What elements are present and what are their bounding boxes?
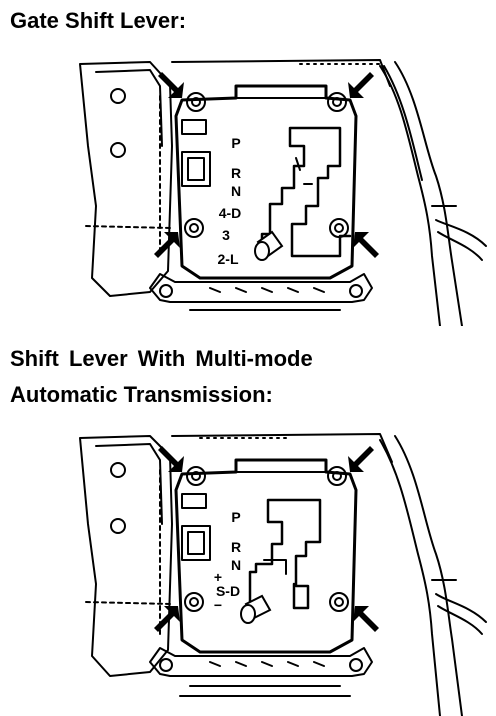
indicator-window (181, 493, 207, 509)
position-2l: 2-L (218, 251, 239, 267)
bolt (327, 466, 347, 486)
wire-harness (394, 61, 463, 326)
bolt (186, 92, 206, 112)
position-n: N (231, 183, 241, 199)
arrow-icon (348, 72, 374, 98)
shift-gate (248, 498, 322, 610)
console-bracket-left (79, 61, 173, 297)
bolt (327, 92, 347, 112)
wire-harness (394, 435, 463, 716)
bolt (329, 218, 349, 238)
indicator-panel (174, 84, 358, 280)
ring-hole (159, 284, 173, 298)
shift-lever (254, 230, 284, 261)
bolt (184, 592, 204, 612)
position-p: P (231, 509, 240, 525)
position-4d: 4-D (219, 205, 242, 221)
wire-harness (379, 65, 441, 326)
console-bracket-left (79, 435, 173, 677)
indicator-switch (181, 525, 211, 561)
position-sd: S-D (216, 583, 240, 599)
console-top-frame (171, 433, 393, 463)
multimode-shift-lever-diagram: P R N + S-D − (79, 433, 487, 716)
bolt (184, 218, 204, 238)
position-n: N (231, 557, 241, 573)
arrow-icon (158, 446, 184, 472)
position-p: P (231, 135, 240, 151)
bolt (186, 466, 206, 486)
bolt (329, 592, 349, 612)
bracket-hole (110, 518, 126, 534)
multimode-heading-line2: Automatic Transmission: (10, 382, 273, 407)
manual-plus: + (214, 569, 222, 585)
manual-minus: − (214, 597, 222, 613)
arrow-icon (348, 446, 374, 472)
console-bracket-left-rim (95, 69, 163, 147)
arrow-icon (158, 72, 184, 98)
shift-lever (240, 594, 272, 624)
bracket-hole (110, 462, 126, 478)
multimode-heading-line1: Shift Lever With Multi-mode (10, 346, 313, 371)
arrow-icon (353, 232, 379, 258)
position-r: R (231, 539, 241, 555)
arrow-icon (154, 606, 180, 632)
gate-shift-lever-heading: Gate Shift Lever: (10, 8, 187, 33)
position-r: R (231, 165, 241, 181)
bracket-hole (110, 142, 126, 158)
arrow-icon (154, 232, 180, 258)
arrow-icon (353, 606, 379, 632)
ring-hole (159, 658, 173, 672)
ring-hole (349, 284, 363, 298)
indicator-panel (174, 458, 358, 654)
mounting-ring (149, 273, 373, 303)
ring-hole (349, 658, 363, 672)
position-3: 3 (222, 227, 230, 243)
indicator-switch (181, 151, 211, 187)
bracket-hole (110, 88, 126, 104)
indicator-window (181, 119, 207, 135)
mounting-ring (149, 647, 373, 677)
gate-shift-lever-diagram: P R N 4-D 3 2-L (79, 59, 487, 326)
wire-harness (379, 439, 441, 716)
